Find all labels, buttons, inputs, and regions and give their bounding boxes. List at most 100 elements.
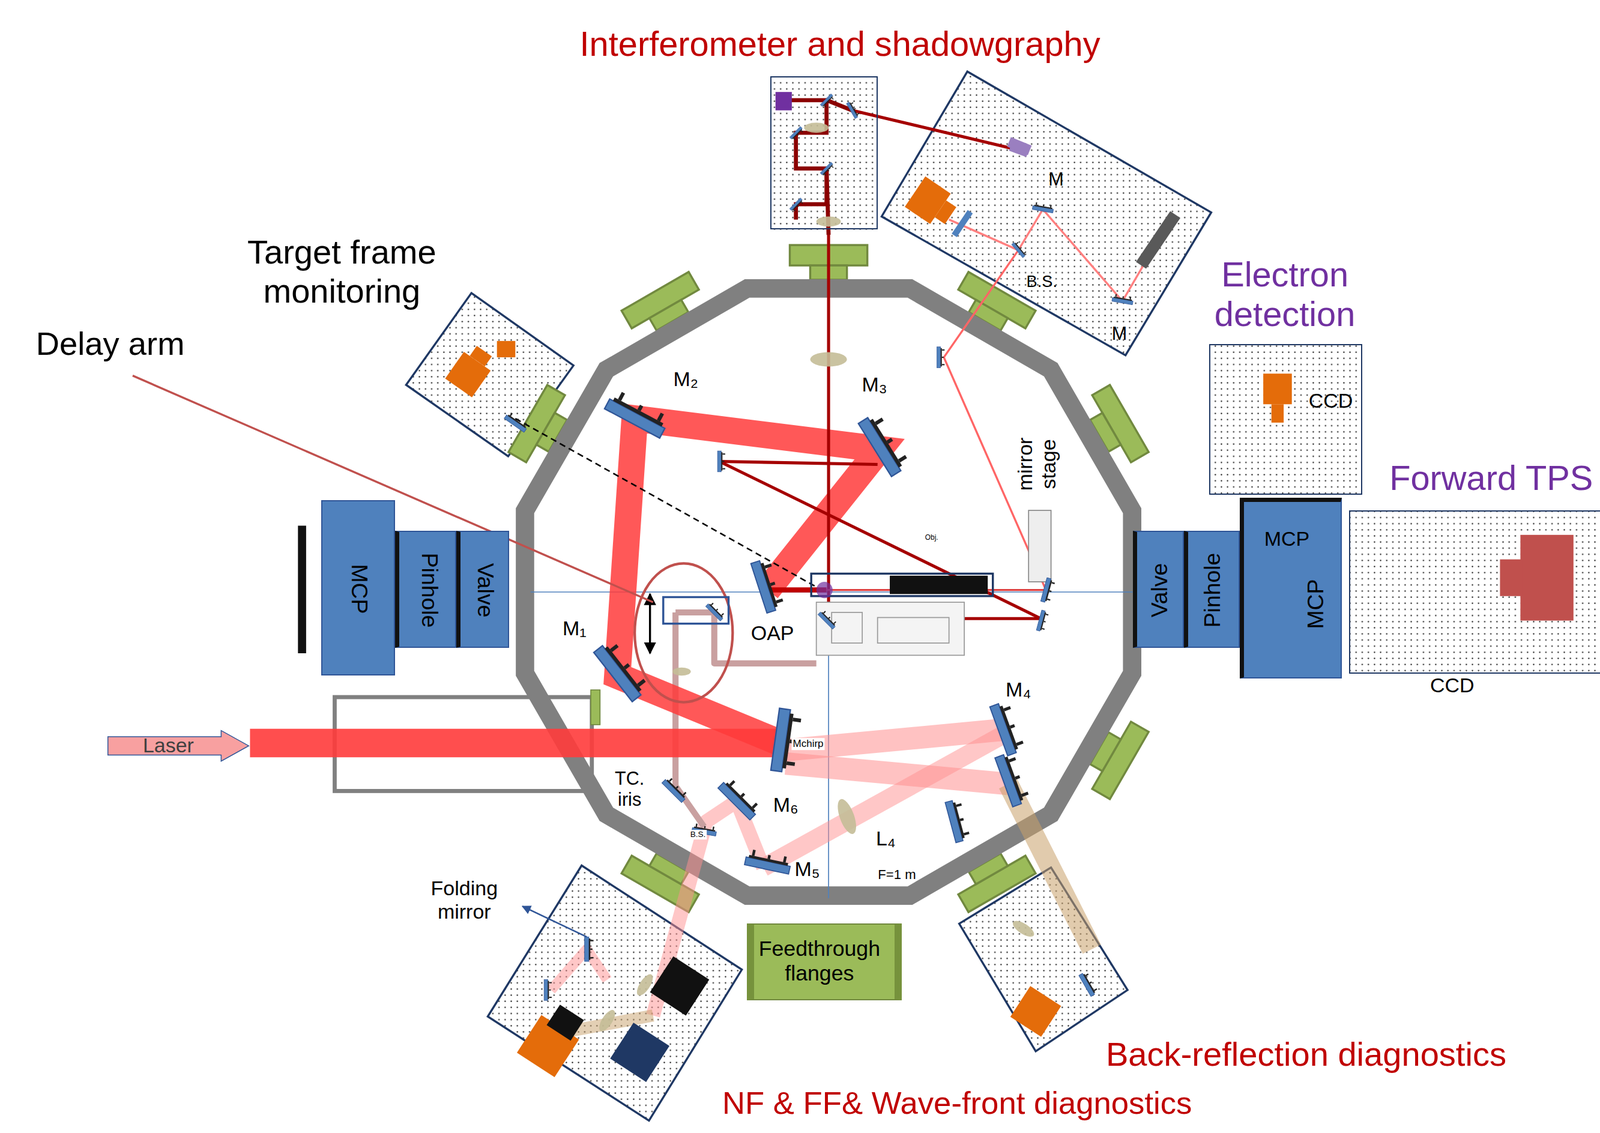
node-label: Laser [142,734,194,758]
mirrors [990,700,1027,756]
mirrors [1078,970,1099,997]
cameras [469,345,492,367]
part-label: mirror stage [1013,428,1061,501]
mirrors [789,126,805,142]
part-label: B.S. [689,829,708,840]
main-laser-beam [249,728,781,758]
cameras [1010,985,1062,1037]
cameras [934,200,957,225]
delay-arm [634,563,733,702]
diagnostic-beams [551,949,607,991]
part-label: OAP [751,621,795,646]
node-label: Target frame monitoring [219,232,465,311]
cameras [1520,534,1573,621]
node-label: NF & FF& Wave-front diagnostics [722,1084,1193,1122]
probe-beams [719,461,1041,619]
pinhole-block: Pinhole [1183,530,1240,648]
node-label: MCP [346,563,373,614]
cameras [1263,373,1293,405]
mirrors [1011,240,1028,258]
diagnostic-beams [763,734,1003,868]
mirrors [1032,201,1054,214]
cameras [650,956,710,1016]
target-assembly [816,602,965,656]
node-label: Feedthrough flanges [755,936,884,986]
mirrors [789,198,805,214]
probe-source [775,91,792,111]
mirrors [593,638,651,702]
mirrors [817,608,839,630]
cameras [904,176,961,232]
probe-beams [827,234,831,619]
target-assembly [811,573,994,596]
node-label: MCP [1302,579,1329,630]
mirrors [584,937,594,962]
mirrors [1036,609,1049,633]
cameras [1006,136,1032,155]
mirrors [937,347,945,369]
target-assembly [811,510,1051,656]
diagnostic-panels [881,71,1211,355]
part-label: M₄ [1005,677,1031,702]
lenses [596,1007,618,1034]
mirrors [820,162,836,178]
target-assembly [831,612,863,644]
mirrors [820,93,836,109]
node-label: Pinhole [416,552,443,628]
probe-beams [515,110,1159,619]
mirrors [944,798,971,843]
main-laser-beam [617,418,880,743]
diagnostic-beams [785,763,1009,785]
diagnostic-panel: Back-reflection diagnostics [959,867,1123,1052]
part-label: M₃ [861,372,887,397]
target-assembly [816,581,833,598]
part-label: B.S. [1026,271,1058,291]
part-label: TC. iris [609,767,651,810]
node-label: Forward TPS [1389,458,1593,498]
part-label: M [1048,169,1064,191]
flange-box: Feedthrough flanges [746,923,902,1000]
probe-beams [1018,209,1159,302]
target-assembly [889,575,988,595]
part-label: Obj. [923,533,940,543]
diagnostic-panel: Interferometer and shadowgraphy [770,76,878,230]
part-label: M₁ [562,616,587,640]
node-label: Pinhole [1199,552,1226,628]
mirrors [662,775,690,803]
mirrors [858,411,912,477]
delay-arm [132,375,733,703]
lenses [672,667,692,677]
node-label: MCP [1264,527,1311,551]
probe-beams [719,461,878,465]
lenses [1010,917,1037,940]
mirrors [751,557,786,613]
mirrors [744,848,792,875]
pinhole-block: Pinhole [395,530,457,648]
probe-beams [851,110,1024,152]
diagnostic-panels [1209,344,1363,496]
lenses [816,216,842,227]
part-label: M₅ [794,857,820,882]
mirrors [543,979,552,1001]
node-label: CCD [1308,389,1354,414]
cameras [445,136,1574,1082]
diagnostic-panels [487,865,742,1121]
diagnostic-panels [1349,510,1600,674]
interferometer-optics [785,100,852,235]
lenses [633,972,656,998]
lenses [833,796,860,837]
leader-arrow [522,905,587,937]
target-assembly [1028,510,1051,582]
detector-block: MCP MCP [1239,497,1342,679]
mirrors [504,93,1135,1001]
node-label: Interferometer and shadowgraphy [579,24,1101,64]
arrow-shape [108,730,250,762]
node-label: Valve [1146,562,1172,618]
mirrors [604,388,671,439]
cameras [1271,404,1284,423]
valve-block: Valve [1132,530,1184,648]
node-label: CCD [1430,674,1475,698]
diagnostic-panels [405,292,574,457]
cameras [546,1004,585,1041]
